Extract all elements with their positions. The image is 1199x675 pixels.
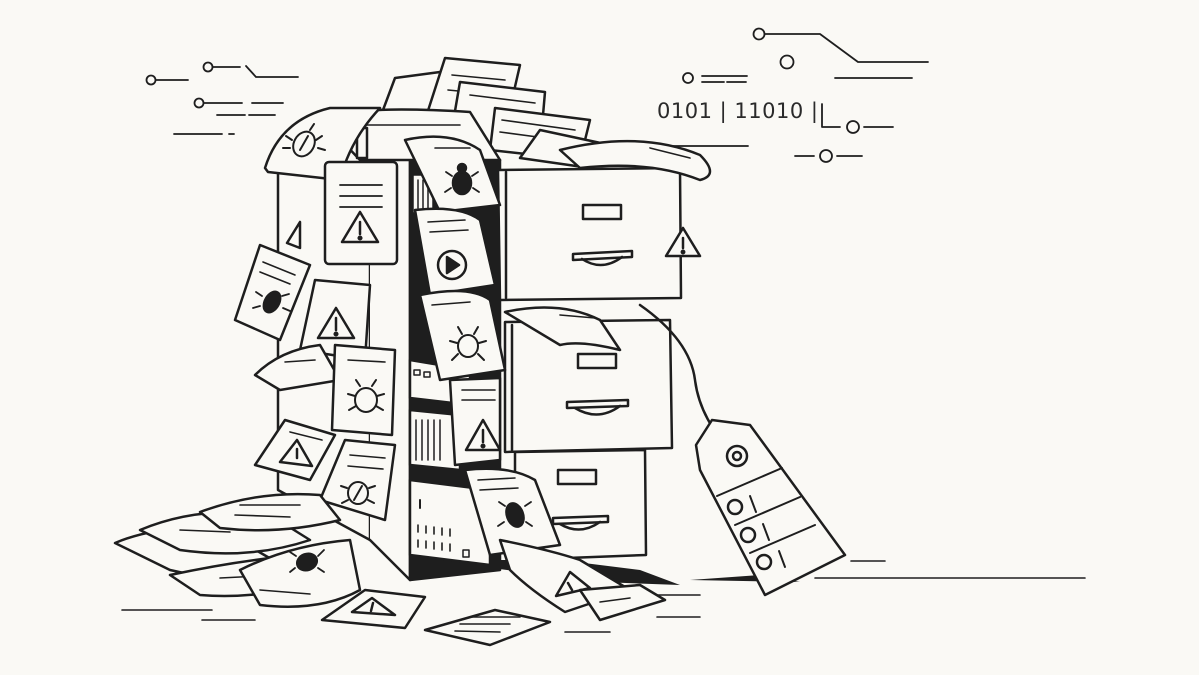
drawer-top[interactable] <box>496 166 683 302</box>
drawer-label-slot <box>581 203 623 221</box>
drawer-label-slot <box>556 468 598 486</box>
bug-icon <box>282 123 326 158</box>
circuit-trace-left-icon <box>145 61 299 135</box>
drawer-middle[interactable] <box>503 318 674 454</box>
bug-icon <box>289 549 325 573</box>
warning-icon <box>285 220 302 250</box>
paper-spill-bottom-left <box>113 492 362 608</box>
bug-icon <box>347 379 385 413</box>
warning-icon <box>350 596 397 617</box>
warning-note <box>323 160 399 266</box>
tag-icon[interactable] <box>694 418 847 597</box>
bug-icon <box>497 501 533 528</box>
bug-icon <box>340 481 376 505</box>
bug-paper-top-left <box>263 106 382 182</box>
bug-icon <box>444 162 480 196</box>
ground-papers <box>320 588 552 647</box>
circuit-trace-right-icon <box>666 27 929 163</box>
binary-code-text: 0101 | 11010 | <box>657 99 819 123</box>
paper-stream-center <box>403 135 667 622</box>
play-icon[interactable] <box>436 249 468 281</box>
ground-lines <box>121 560 1086 633</box>
bug-icon <box>449 326 487 361</box>
drawer-label-slot <box>576 352 618 370</box>
bug-icon <box>252 290 291 314</box>
paper-stream-left <box>233 243 397 522</box>
